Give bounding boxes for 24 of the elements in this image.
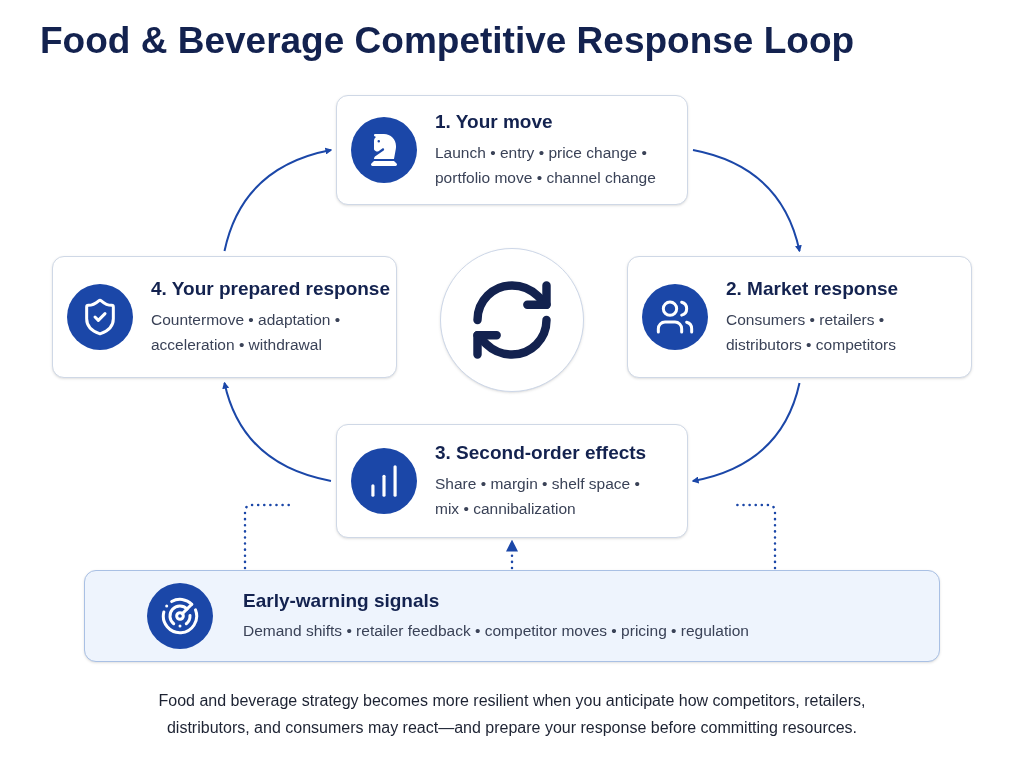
step-card — [52, 256, 397, 378]
title: Food & Beverage Competitive Response Loop — [40, 19, 855, 63]
step-heading: 1. Your move — [435, 110, 554, 134]
signals-panel — [84, 570, 940, 662]
step-heading: 3. Second-order effects — [435, 441, 648, 465]
dotted-line — [733, 503, 777, 570]
step-card — [336, 95, 688, 205]
arrow — [691, 382, 801, 484]
arrow — [506, 539, 518, 570]
step-card — [627, 256, 972, 378]
step-card — [336, 424, 688, 538]
step-description: Consumers • retailers • distributors • competitors — [726, 309, 897, 355]
arrow — [692, 149, 802, 253]
step-description: Demand shifts • retailer feedback • competitor moves • pricing • regulation — [243, 621, 749, 642]
step-heading: Early-warning signals — [243, 588, 441, 613]
arrow — [222, 381, 332, 482]
step-heading: 4. Your prepared response — [151, 277, 390, 301]
step-heading: 2. Market response — [726, 277, 900, 301]
arrow — [223, 147, 333, 252]
step-description: Share • margin • shelf space • mix • cannibalization — [435, 473, 641, 519]
step-description: Launch • entry • price change • portfolio move • channel change — [435, 142, 657, 188]
dotted-line — [243, 503, 292, 570]
caption: Food and beverage strategy becomes more resilient when you anticipate how competitors, retailers, distributors, and consumers may react—and prepare your response before committing resources. — [157, 691, 867, 738]
step-description: Countermove • adaptation • acceleration • withdrawal — [151, 309, 342, 355]
